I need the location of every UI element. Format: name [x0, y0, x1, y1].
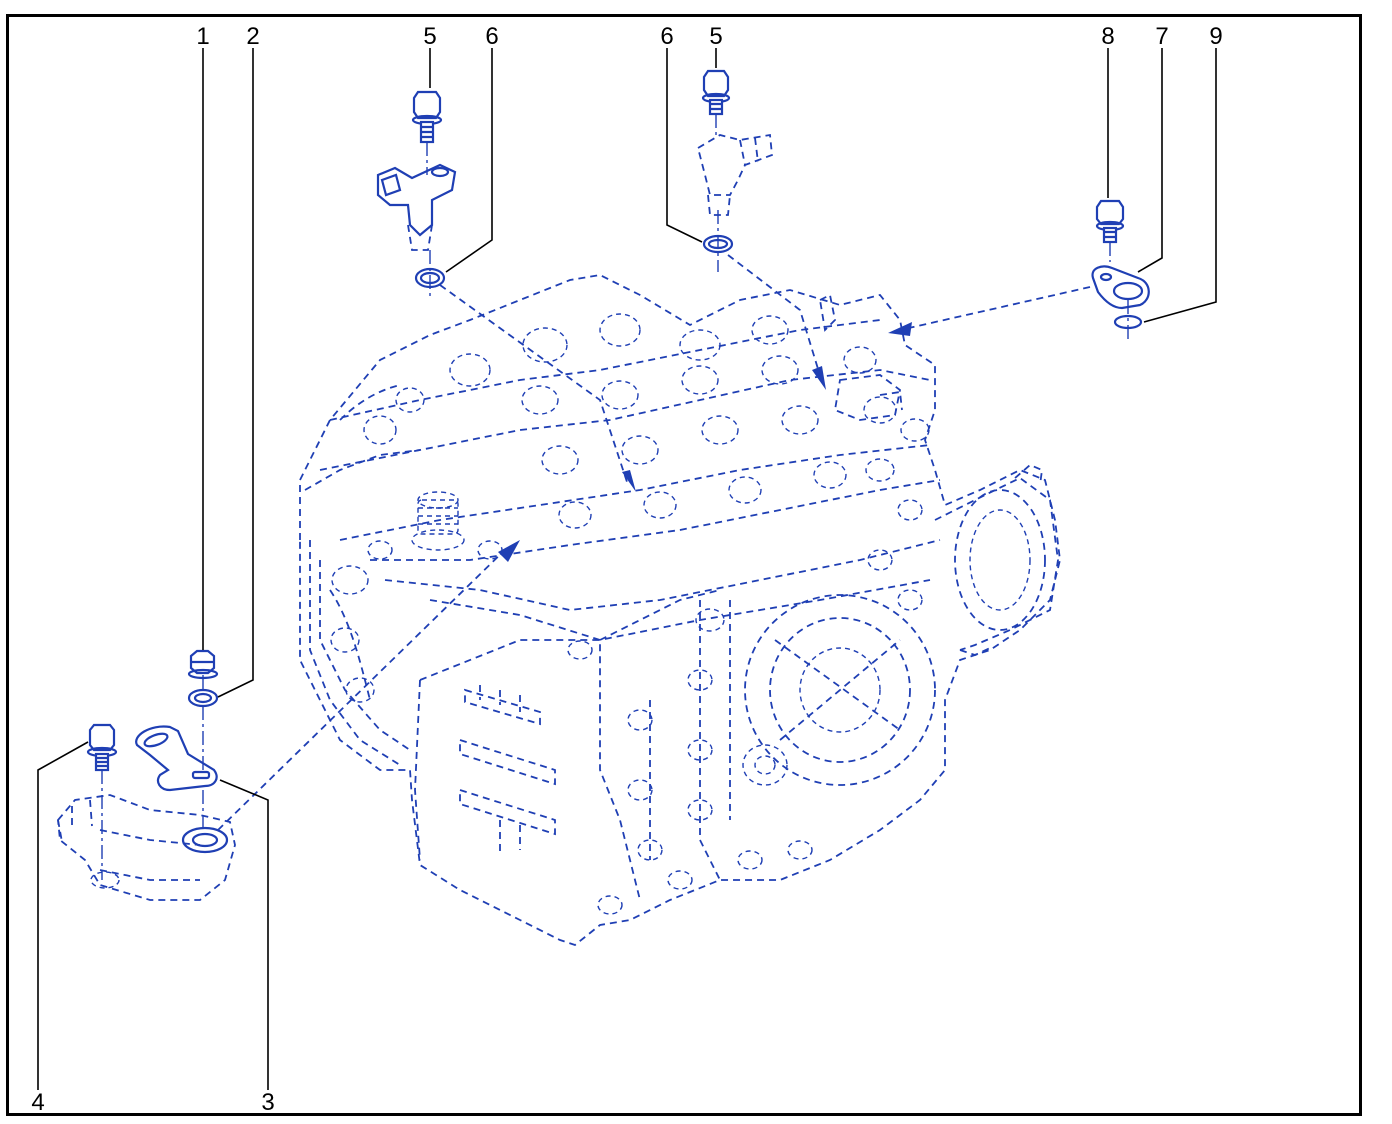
callout-6-left: 6 — [485, 23, 498, 50]
input-speed-sensor-housing — [57, 794, 236, 901]
part-3-bracket — [135, 725, 218, 792]
assembly-axis-lines — [101, 114, 1129, 880]
callout-2: 2 — [246, 23, 259, 50]
leader-lines — [37, 48, 1217, 1090]
arrow-right-plate — [888, 322, 912, 336]
callout-4: 4 — [31, 1089, 44, 1116]
filler-plug — [411, 491, 465, 551]
callout-6-center: 6 — [660, 23, 673, 50]
callout-1: 1 — [196, 23, 209, 50]
callout-5-left: 5 — [423, 23, 436, 50]
callout-5-center: 5 — [709, 23, 722, 50]
callout-9: 9 — [1209, 23, 1222, 50]
diagram-frame — [6, 14, 1362, 1116]
callout-labels: 1 2 3 4 5 6 6 5 8 7 9 — [31, 23, 1222, 1116]
part-8-bolt — [1095, 199, 1125, 244]
differential-housing — [742, 594, 936, 786]
part-7-sensor-plate — [1091, 265, 1150, 310]
callout-3: 3 — [261, 1089, 274, 1116]
part-2-washer — [187, 688, 219, 708]
arrow-center-sensor — [812, 366, 826, 390]
output-shaft-housing — [934, 463, 1059, 656]
transmission-housing — [299, 274, 1061, 947]
part-1-nut — [187, 649, 219, 680]
speed-sensor-center — [696, 133, 773, 216]
speed-sensor-left — [376, 163, 457, 251]
front-panel-ribs — [459, 685, 556, 855]
arrow-left-sensor — [622, 470, 636, 492]
installation-arrows — [217, 254, 1091, 831]
part-4-bolt — [86, 723, 118, 772]
callout-8: 8 — [1101, 23, 1114, 50]
part-5a-bolt — [411, 90, 443, 144]
arrow-input-sensor — [498, 540, 520, 562]
part-5b-bolt — [701, 69, 731, 116]
callout-7: 7 — [1155, 23, 1168, 50]
